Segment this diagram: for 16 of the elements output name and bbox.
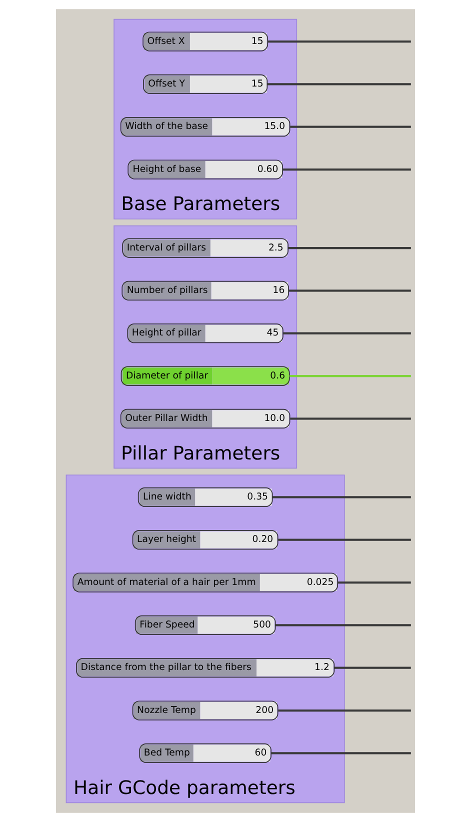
connector <box>289 374 411 378</box>
connector <box>283 332 411 334</box>
connector <box>290 418 411 420</box>
connector <box>290 126 411 128</box>
connector <box>334 666 411 669</box>
connector <box>272 496 411 498</box>
connector <box>271 752 411 754</box>
connector <box>288 290 411 292</box>
connector <box>288 246 411 250</box>
connector <box>268 40 411 43</box>
connector <box>267 83 411 86</box>
connector <box>278 709 411 712</box>
connector <box>282 168 411 171</box>
connector <box>338 581 411 584</box>
connector <box>276 624 411 626</box>
connector <box>278 538 411 541</box>
